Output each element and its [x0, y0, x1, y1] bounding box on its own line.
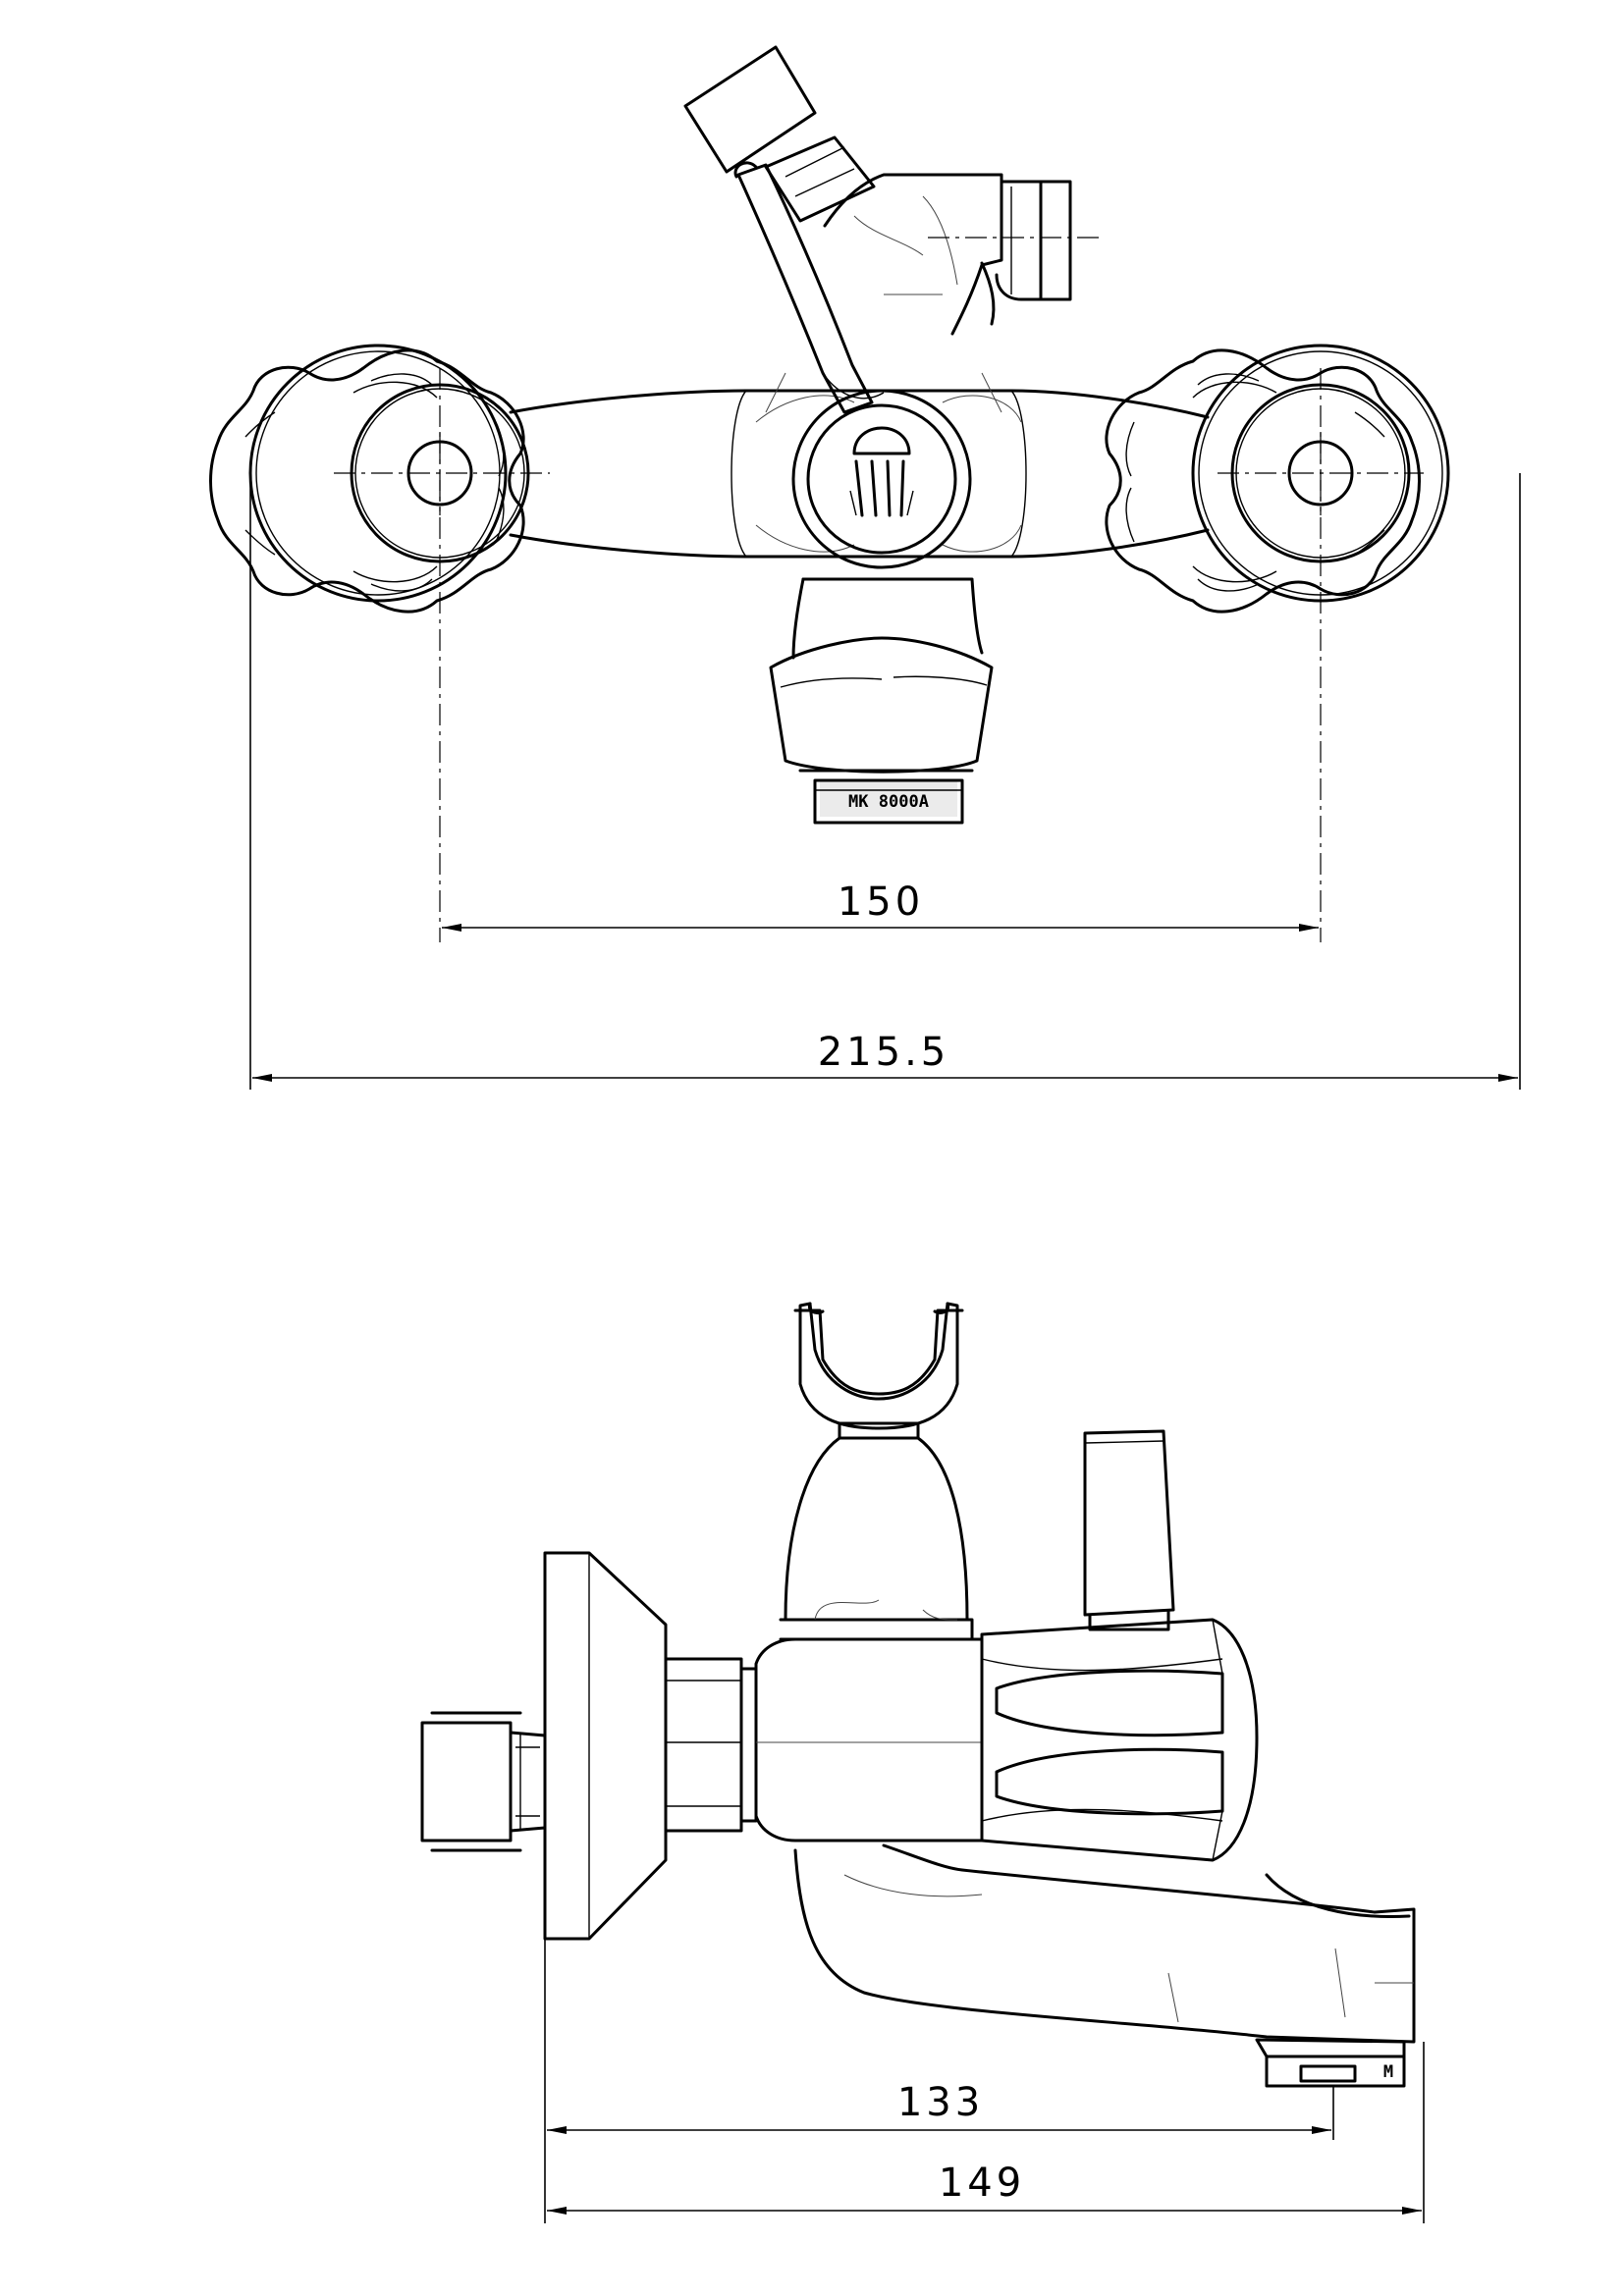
dimension-label-149: 149 — [939, 2161, 1025, 2206]
dimension-215-5: 215.5 — [252, 1030, 1518, 1082]
diverter-disc[interactable] — [791, 389, 972, 569]
dimension-133: 133 — [547, 2080, 1331, 2134]
centre-lines — [334, 368, 1424, 942]
dimension-label-215-5: 215.5 — [818, 1030, 950, 1075]
body-cylinder — [754, 1637, 984, 1842]
dimension-label-133: 133 — [897, 2080, 984, 2125]
left-handle-knob[interactable] — [209, 348, 530, 614]
side-view: M 133 149 — [420, 1302, 1425, 2223]
side-handle-knob[interactable] — [980, 1618, 1259, 1862]
dimension-label-150: 150 — [838, 880, 924, 925]
holder-stem — [779, 1421, 974, 1641]
eccentric-connector — [420, 1711, 547, 1852]
spout-side: M — [793, 1843, 1416, 2088]
hex-nut — [664, 1657, 758, 1833]
spout-front: MK 8000A — [769, 577, 994, 825]
shower-holder — [683, 45, 1003, 336]
valve-body — [509, 372, 1210, 559]
dimension-150: 150 — [442, 880, 1319, 932]
side-diverter-lever[interactable] — [1083, 1429, 1175, 1631]
shower-outlet — [928, 180, 1100, 301]
shower-icon — [849, 426, 914, 517]
aerator-marking: M — [1383, 2062, 1393, 2082]
wall-flange-side — [543, 1551, 668, 1941]
diverter-lever[interactable] — [733, 161, 885, 414]
right-handle-knob[interactable] — [1105, 348, 1421, 614]
dimension-149: 149 — [547, 2161, 1422, 2215]
front-view: MK 8000A 150 215.5 — [209, 45, 1521, 1090]
cartridge-marking: MK 8000A — [848, 792, 929, 812]
u-holder — [793, 1302, 964, 1430]
